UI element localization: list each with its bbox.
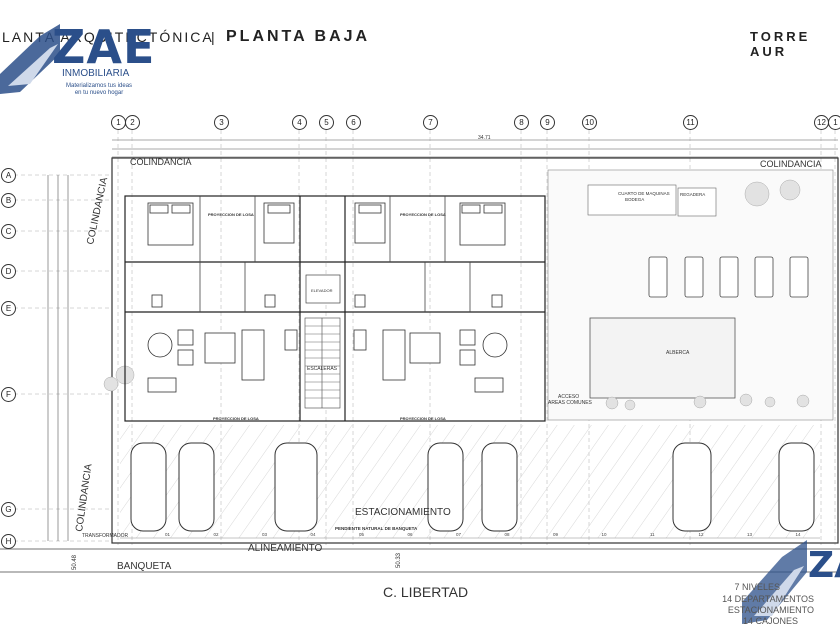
label-proyeccion-losa-1: PROYECCION DE LOSA — [208, 212, 254, 217]
column-axis-bubble: 8 — [514, 115, 529, 130]
parking-stall-number: 05 — [359, 532, 365, 537]
building — [124, 195, 546, 422]
loungers — [648, 256, 809, 298]
label-proyeccion-losa-2: PROYECCION DE LOSA — [400, 212, 446, 217]
parking-stall-number: 01 — [165, 532, 171, 537]
stair-treads — [305, 325, 340, 399]
summary-line-4: 14 CAJONES — [742, 616, 798, 626]
label-pendiente: PENDIENTE NATURAL DE BANQUETA — [335, 526, 418, 531]
label-cuarto-maquinas: CUARTO DE MAQUINAS — [618, 191, 670, 196]
street-lines — [0, 548, 840, 573]
column-axis-bubble: 9 — [540, 115, 555, 130]
label-bodega: BODEGA — [625, 197, 644, 202]
summary-line-1: 7 NIVELES — [734, 582, 780, 592]
logo-tagline-1: Materializamos tus ideas — [66, 83, 133, 89]
label-escaleras: ESCALERAS — [307, 366, 338, 372]
page-title: PLANTA BAJA — [226, 28, 371, 45]
shower-area — [677, 187, 717, 217]
column-axis-bubble: 6 — [346, 115, 361, 130]
cars — [130, 442, 815, 532]
left-dimension-lines — [47, 175, 69, 541]
row-axis-bubble: A — [1, 168, 16, 183]
machine-room — [587, 184, 677, 216]
label-estacionamiento: ESTACIONAMIENTO — [355, 507, 451, 518]
column-axis-bubble: 7 — [423, 115, 438, 130]
elevator — [305, 274, 341, 304]
label-transformador: TRANSFORMADOR — [82, 533, 129, 539]
parking-stall-number: 08 — [505, 532, 511, 537]
label-colindancia-left-upper: COLINDANCIA — [85, 176, 110, 245]
furniture — [147, 294, 508, 393]
partitions — [199, 196, 471, 312]
row-axis-bubble: E — [1, 301, 16, 316]
parking-stall-number: 07 — [456, 532, 462, 537]
logo-tagline: Materializamos tus ideas en tu nuevo hog… — [66, 83, 132, 97]
parking-stall-number: 03 — [262, 532, 268, 537]
street-name: C. LIBERTAD — [383, 584, 468, 600]
column-axis-bubble: 5 — [319, 115, 334, 130]
pool — [589, 317, 736, 399]
parking-stall-number: 10 — [602, 532, 608, 537]
parking-stall-number: 06 — [408, 532, 414, 537]
top-dimension-lines — [112, 139, 838, 158]
label-colindancia-top-right: COLINDANCIA — [760, 159, 822, 169]
column-axis-bubble: 3 — [214, 115, 229, 130]
column-axis-bubble: 4 — [292, 115, 307, 130]
beds — [147, 202, 506, 246]
parking-stall-number: 12 — [699, 532, 705, 537]
header-separator: | — [211, 29, 217, 45]
label-dim-left: 50.48 — [72, 554, 78, 570]
parking-stall-number: 09 — [553, 532, 559, 537]
column-axis-bubble: 11 — [683, 115, 698, 130]
parking-stall-number: 13 — [747, 532, 753, 537]
label-alberca: ALBERCA — [666, 350, 690, 356]
row-axis-bubble: B — [1, 193, 16, 208]
label-dim-mid: 50.33 — [396, 552, 402, 568]
brand-logo: ZAE INMOBILIARIA Materializamos tus idea… — [0, 14, 154, 104]
summary-badge: ZAE 7 NIVELES 14 DEPARTAMENTOS ESTACIONA… — [712, 532, 840, 630]
logo-brand: ZAE — [52, 20, 156, 74]
label-acceso: ACCESO — [558, 394, 579, 400]
label-alineamiento: ALINEAMIENTO — [248, 543, 322, 554]
column-axis-bubble: 1 — [828, 115, 840, 130]
summary-logo-brand: ZAE — [808, 545, 840, 586]
summary-line-3: ESTACIONAMIENTO — [727, 605, 814, 615]
logo-mark-icon: ZAE — [742, 540, 840, 624]
column-axis-bubble: 2 — [125, 115, 140, 130]
summary-line-2: 14 DEPARTAMENTOS — [722, 594, 814, 604]
row-lines — [14, 174, 112, 542]
parking-stall-number: 04 — [311, 532, 317, 537]
parking-stall-number: 02 — [214, 532, 220, 537]
site-boundary — [111, 157, 839, 544]
label-regadera: REGADERA — [680, 192, 705, 197]
label-banqueta: BANQUETA — [117, 561, 172, 572]
logo-mark-icon — [0, 24, 60, 94]
row-axis-bubble: G — [1, 502, 16, 517]
label-colindancia-left-lower: COLINDANCIA — [74, 463, 94, 533]
label-proyeccion-losa-4: PROYECCION DE LOSA — [400, 416, 446, 421]
row-axis-bubble: F — [1, 387, 16, 402]
project-name: TORRE AUR — [750, 29, 811, 59]
row-axis-bubble: C — [1, 224, 16, 239]
row-axis-bubble: H — [1, 534, 16, 549]
label-proyeccion-losa-3: PROYECCION DE LOSA — [213, 416, 259, 421]
parking-stall-number: 11 — [650, 532, 655, 537]
label-colindancia-top-left: COLINDANCIA — [130, 157, 192, 167]
logo-subtitle: INMOBILIARIA — [62, 68, 130, 79]
logo-tagline-2: en tu nuevo hogar — [74, 90, 124, 96]
row-axis-bubble: D — [1, 264, 16, 279]
stairs — [304, 317, 341, 409]
label-areas-comunes: AREAS COMUNES — [548, 400, 593, 406]
parking-stall-numbers: 01 02 03 04 05 06 07 08 09 10 11 12 13 14 — [165, 532, 801, 537]
column-axis-bubble: 10 — [582, 115, 597, 130]
parking-stall-number: 14 — [796, 532, 802, 537]
label-elevador: ELEVADOR — [311, 288, 333, 293]
overall-dimension: 34.71 — [478, 135, 491, 141]
